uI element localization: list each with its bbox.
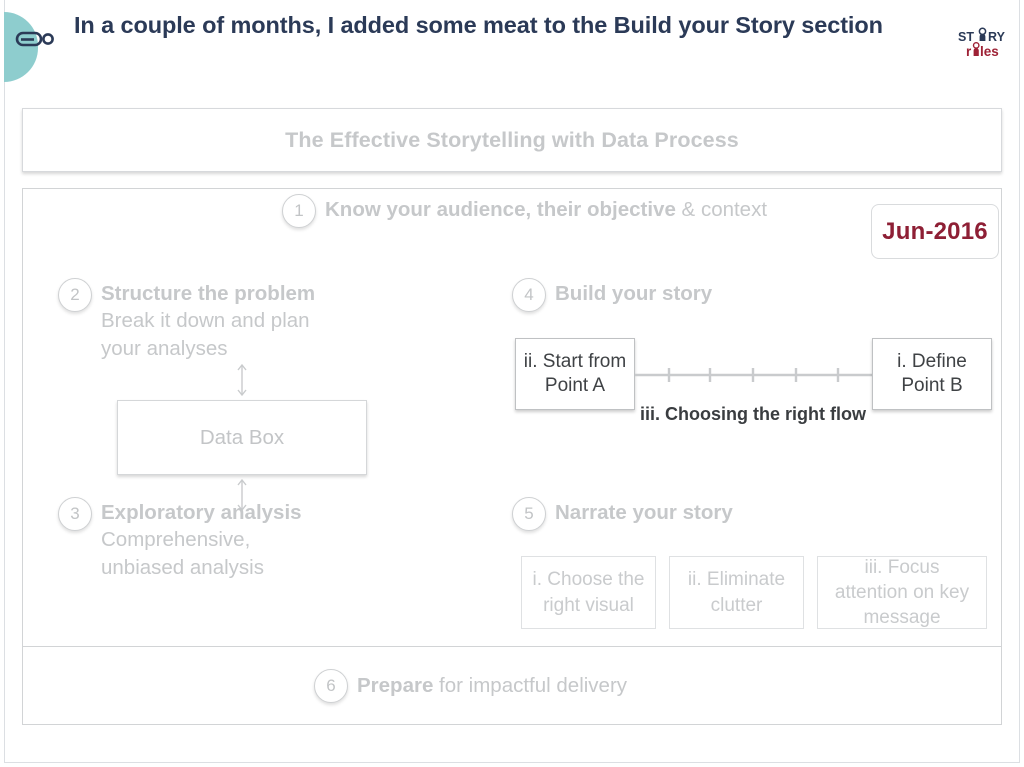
step-3-title: Exploratory analysis xyxy=(101,501,302,524)
flow-connector-line xyxy=(635,360,872,390)
step-2-subtitle: Break it down and plan your analyses xyxy=(101,309,310,360)
svg-text:ST: ST xyxy=(958,30,974,44)
flow-box-define-label: i. Define Point B xyxy=(897,350,967,396)
data-box-label: Data Box xyxy=(199,425,285,449)
step-3-exploratory-analysis: 3 Exploratory analysis Comprehensive, un… xyxy=(58,497,302,581)
step-number-badge: 6 xyxy=(314,669,348,703)
svg-text:r: r xyxy=(966,44,972,59)
flow-box-define-point-b: i. Define Point B xyxy=(872,338,992,410)
date-badge-value: Jun-2016 xyxy=(882,217,988,245)
double-arrow-up-icon xyxy=(234,363,250,397)
process-banner: The Effective Storytelling with Data Pro… xyxy=(22,108,1002,172)
date-badge: Jun-2016 xyxy=(871,204,999,259)
page-header: In a couple of months, I added some meat… xyxy=(0,0,1024,86)
story-rules-logo-icon: ST RY r les xyxy=(958,27,1018,61)
narrate-box-label: iii. Focus attention on key message xyxy=(834,556,970,629)
step-6-label: Prepare for impactful delivery xyxy=(357,672,627,699)
narrate-box-label: i. Choose the right visual xyxy=(532,569,645,616)
step-number-badge: 5 xyxy=(512,497,546,531)
story-bubble-icon xyxy=(12,30,56,54)
step-6-title: Prepare xyxy=(357,674,434,698)
step-5-title: Narrate your story xyxy=(555,501,733,524)
step-2-title: Structure the problem xyxy=(101,282,316,305)
flow-box-start-label: ii. Start from Point A xyxy=(523,350,627,396)
step-number-badge: 1 xyxy=(282,194,316,228)
narrate-box-choose-right-visual: i. Choose the right visual xyxy=(521,556,656,629)
step-6-prepare-for-delivery: 6 Prepare for impactful delivery xyxy=(314,669,627,703)
step-1-label: Know your audience, their objective & co… xyxy=(325,194,785,223)
flow-box-start-point-a: ii. Start from Point A xyxy=(515,338,635,410)
data-box: Data Box xyxy=(117,400,367,475)
step-1-subtitle: context xyxy=(700,198,768,221)
step-1-tail: & xyxy=(675,198,696,221)
flow-choosing-right-flow-label: iii. Choosing the right flow xyxy=(640,404,866,424)
step-4-build-your-story: 4 Build your story xyxy=(512,278,712,312)
step-number-badge: 2 xyxy=(58,278,92,312)
page-title: In a couple of months, I added some meat… xyxy=(74,12,883,38)
step-3-subtitle: Comprehensive, unbiased analysis xyxy=(101,528,264,579)
step-2-structure-the-problem: 2 Structure the problem Break it down an… xyxy=(58,278,315,362)
narrate-box-eliminate-clutter: ii. Eliminate clutter xyxy=(669,556,804,629)
step-4-title: Build your story xyxy=(555,282,713,305)
step-number-badge: 4 xyxy=(512,278,546,312)
step-6-tail: for impactful delivery xyxy=(433,674,628,698)
step-5-narrate-your-story: 5 Narrate your story xyxy=(512,497,733,531)
step-1-title: Know your audience, their objective xyxy=(325,198,676,221)
step-number-badge: 3 xyxy=(58,497,92,531)
step-3-label: Exploratory analysis Comprehensive, unbi… xyxy=(92,497,302,581)
process-banner-title: The Effective Storytelling with Data Pro… xyxy=(285,127,739,152)
svg-text:les: les xyxy=(980,44,999,59)
double-arrow-down-icon xyxy=(234,478,250,512)
svg-text:RY: RY xyxy=(988,30,1006,44)
step-2-label: Structure the problem Break it down and … xyxy=(92,278,315,362)
footer-separator xyxy=(22,646,1002,647)
page-frame xyxy=(4,0,1020,763)
narrate-box-label: ii. Eliminate clutter xyxy=(687,569,786,616)
step-1-know-your-audience: 1 Know your audience, their objective & … xyxy=(282,194,842,228)
narrate-box-focus-attention: iii. Focus attention on key message xyxy=(817,556,987,629)
